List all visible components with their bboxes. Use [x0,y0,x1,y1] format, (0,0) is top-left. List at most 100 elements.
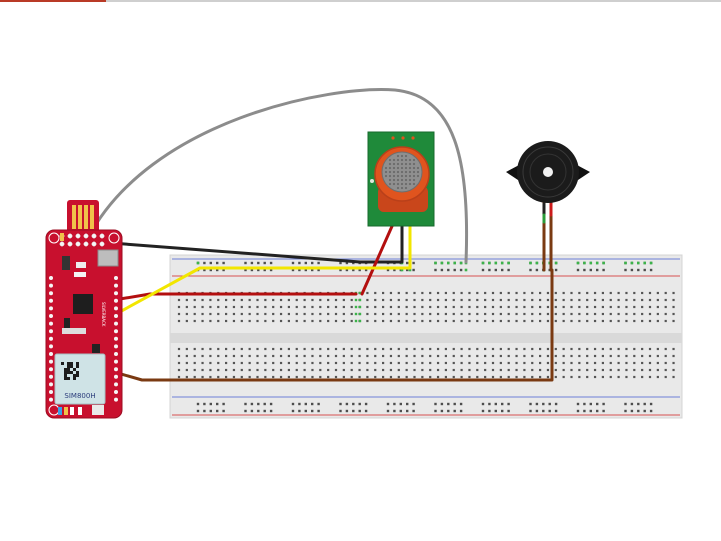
breadboard-hole [507,361,510,365]
breadboard-hole [476,291,479,295]
breadboard-hole [382,354,385,358]
qr-cell [67,365,70,368]
breadboard-hole [382,291,385,295]
breadboard-hole [421,347,424,351]
rail-hole [494,409,497,413]
breadboard-hole [311,312,314,316]
breadboard-hole [562,368,565,372]
rail-hole [222,261,225,265]
breadboard-hole [476,354,479,358]
center-channel [170,333,682,343]
connected-hole [354,312,358,316]
breadboard-hole [460,291,463,295]
header-pin [99,233,105,239]
rail-hole [643,402,646,406]
breadboard-hole [633,375,636,379]
breadboard-hole [656,291,659,295]
breadboard-hole [248,354,251,358]
breadboard-hole [444,361,447,365]
breadboard-hole [327,368,330,372]
piezo-buzzer [506,141,590,203]
rail-hole [453,402,456,406]
yellow-wire [114,223,412,316]
breadboard-hole [586,298,589,302]
breadboard-hole [350,298,353,302]
breadboard-hole [389,305,393,309]
rail-hole [298,268,301,272]
breadboard-hole [421,298,424,302]
connected-hole [358,298,362,302]
breadboard-hole [303,312,306,316]
breadboard-hole [240,368,243,372]
rail-hole [554,402,558,406]
breadboard-hole [468,305,471,309]
bottom-pad-white [70,407,74,415]
connected-hole [358,305,362,309]
breadboard-hole [444,375,447,379]
breadboard-hole [374,298,377,302]
breadboard-hole [319,361,322,365]
rail-hole [269,402,273,406]
breadboard-hole [295,347,298,351]
breadboard-hole [374,375,377,379]
rail-hole [576,409,580,413]
breadboard-hole [562,319,565,323]
side-pin-left [49,306,53,311]
breadboard-hole [232,368,236,372]
breadboard-hole [217,298,220,302]
rail-hole [269,268,273,272]
connected-hole [500,261,504,265]
breadboard-hole [209,375,212,379]
breadboard-hole [177,368,181,372]
breadboard-hole [240,347,243,351]
breadboard-hole [264,354,267,358]
breadboard-hole [193,361,196,365]
breadboard-hole [311,375,314,379]
breadboard-hole [342,312,345,316]
side-pin-left [49,314,53,318]
rail-hole [304,402,307,406]
breadboard-hole [484,305,487,309]
breadboard-hole [672,312,675,316]
rail-hole [406,402,409,406]
breadboard-hole [531,305,534,309]
breadboard-hole [232,354,236,358]
breadboard-hole [578,298,581,302]
mount-hole [48,232,60,244]
side-pin-left [49,397,53,402]
breadboard-hole [358,347,361,351]
breadboard-hole [303,368,306,372]
side-pin-left [49,283,53,288]
mesh-dot [396,182,400,186]
breadboard-hole [507,298,510,302]
breadboard-hole [264,305,267,309]
breadboard-hole [287,354,290,358]
breadboard-hole [664,298,667,302]
rail-hole [345,261,349,265]
breadboard-hole [499,361,502,365]
breadboard-hole [452,375,455,379]
breadboard-hole [531,368,534,372]
mesh-dot [416,166,420,170]
breadboard-hole [593,291,597,295]
qr-cell [76,362,79,365]
breadboard-hole [586,361,589,365]
breadboard-hole [546,298,550,302]
breadboard-hole [625,375,628,379]
mesh-dot [388,158,392,162]
rail-hole [406,268,409,272]
rail-hole [637,268,640,272]
connected-hole [643,261,646,265]
breadboard-hole [499,312,502,316]
black-wire [96,240,362,264]
rail-hole [244,402,247,406]
rail-hole [209,268,212,272]
breadboard-hole [350,354,353,358]
breadboard-hole [374,312,377,316]
connected-hole [529,261,532,265]
breadboard-hole [672,368,675,372]
breadboard-hole [515,354,518,358]
rail-hole [459,402,463,406]
breadboard-hole [484,298,487,302]
crystal [62,328,86,334]
